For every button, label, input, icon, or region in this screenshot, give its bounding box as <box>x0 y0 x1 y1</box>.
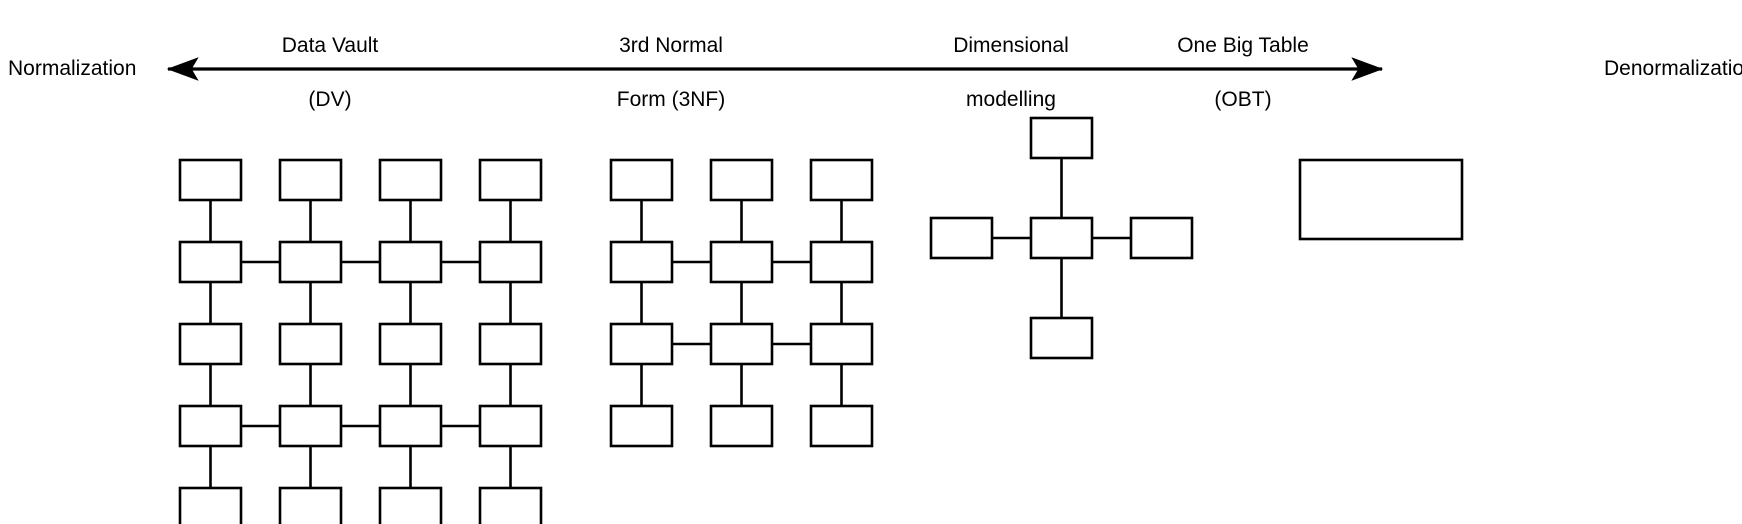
table-box <box>709 404 774 448</box>
stage-graphic-third-normal-form <box>609 158 874 448</box>
table-box <box>378 240 443 284</box>
table-box <box>178 404 243 448</box>
stage-title-one-big-table: One Big Table (OBT) <box>1143 5 1343 140</box>
table-box <box>178 322 243 366</box>
stage-node-graphics <box>178 116 1464 524</box>
stage-title-line2: (DV) <box>308 88 352 111</box>
table-box <box>378 486 443 524</box>
stage-title-third-normal-form: 3rd Normal Form (3NF) <box>571 5 771 140</box>
stage-title-line1: 3rd Normal <box>619 34 723 57</box>
table-box <box>278 240 343 284</box>
dimension-box-right <box>1129 216 1194 260</box>
table-box <box>478 486 543 524</box>
table-box <box>178 158 243 202</box>
table-box <box>609 158 674 202</box>
table-box <box>609 240 674 284</box>
table-box <box>378 404 443 448</box>
table-box <box>278 486 343 524</box>
stage-title-line2: modelling <box>966 88 1056 111</box>
table-box <box>378 158 443 202</box>
axis-label-normalization: Normalization <box>8 57 137 80</box>
dimension-box-left <box>929 216 994 260</box>
stage-title-line1: One Big Table <box>1177 34 1309 57</box>
axis-label-denormalization: Denormalization <box>1604 57 1742 80</box>
stage-title-line2: (OBT) <box>1214 88 1272 111</box>
one-big-table-box <box>1298 158 1464 241</box>
table-box <box>709 322 774 366</box>
dimension-box-bottom <box>1029 316 1094 360</box>
table-box <box>278 322 343 366</box>
table-box <box>609 404 674 448</box>
stage-title-dimensional-modelling: Dimensional modelling <box>911 5 1111 140</box>
table-box <box>478 158 543 202</box>
table-box <box>178 240 243 284</box>
stage-title-data-vault: Data Vault (DV) <box>230 5 430 140</box>
table-box <box>809 322 874 366</box>
table-box <box>709 240 774 284</box>
dimension-box-top <box>1029 116 1094 160</box>
table-box <box>809 240 874 284</box>
stage-graphic-dimensional-modelling <box>929 116 1194 360</box>
table-box <box>278 404 343 448</box>
table-box <box>278 158 343 202</box>
stage-graphic-data-vault <box>178 158 543 524</box>
table-box <box>478 404 543 448</box>
fact-box-center <box>1029 216 1094 260</box>
table-box <box>478 322 543 366</box>
table-box <box>809 158 874 202</box>
stage-title-line1: Dimensional <box>953 34 1069 57</box>
stage-title-line2: Form (3NF) <box>616 88 726 111</box>
stage-graphic-one-big-table <box>1298 158 1464 241</box>
table-box <box>178 486 243 524</box>
table-box <box>709 158 774 202</box>
table-box <box>478 240 543 284</box>
table-box <box>378 322 443 366</box>
stage-title-line1: Data Vault <box>281 34 379 57</box>
table-box <box>609 322 674 366</box>
table-box <box>809 404 874 448</box>
